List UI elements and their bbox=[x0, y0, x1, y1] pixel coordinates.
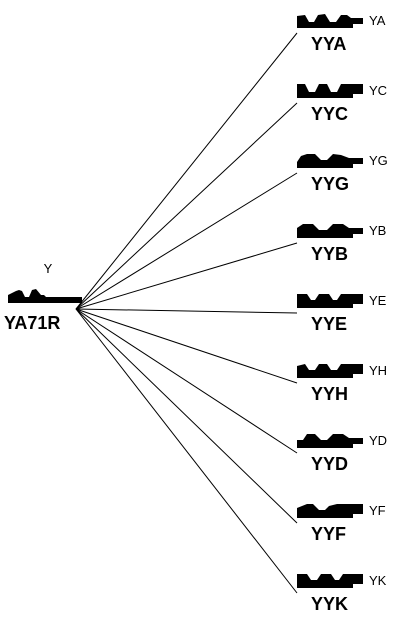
connector-line-yye bbox=[75, 308, 298, 314]
key-profile-icon bbox=[297, 574, 363, 588]
connector-line-yyh bbox=[75, 308, 298, 384]
connector-line-yyg bbox=[75, 172, 298, 310]
blank-item-yyf: YF YYF bbox=[297, 502, 395, 550]
key-profile-icon bbox=[297, 84, 363, 98]
blank-code: YYG bbox=[311, 174, 350, 194]
connector-line-yyc bbox=[75, 102, 298, 310]
key-profile-icon bbox=[8, 289, 82, 303]
blank-small-label: YB bbox=[369, 223, 387, 238]
root-code: YA71R bbox=[4, 313, 61, 333]
blank-small-label: YD bbox=[369, 433, 388, 448]
connector-line-yyf bbox=[75, 308, 298, 524]
blank-small-label: YA bbox=[369, 13, 386, 28]
blank-item-yyc: YC YYC bbox=[297, 82, 395, 130]
key-profile-icon bbox=[297, 364, 363, 378]
blank-code: YYK bbox=[311, 594, 349, 614]
blank-small-label: YG bbox=[369, 153, 388, 168]
blank-item-yyk: YK YYK bbox=[297, 572, 395, 620]
blank-small-label: YH bbox=[369, 363, 388, 378]
blank-code: YYB bbox=[311, 244, 349, 264]
key-profile-icon bbox=[297, 434, 363, 448]
blank-item-yyb: YB YYB bbox=[297, 222, 395, 270]
blank-item-yyh: YH YYH bbox=[297, 362, 395, 410]
blank-code: YYC bbox=[311, 104, 349, 124]
connector-line-yya bbox=[75, 32, 298, 310]
connector-line-yyb bbox=[75, 242, 298, 310]
blank-code: YYH bbox=[311, 384, 349, 404]
blank-item-yya: YA YYA bbox=[297, 12, 395, 60]
blank-code: YYF bbox=[311, 524, 347, 544]
key-profile-icon bbox=[297, 224, 363, 238]
key-profile-icon bbox=[297, 154, 363, 168]
blank-small-label: YF bbox=[369, 503, 386, 518]
blank-item-yye: YE YYE bbox=[297, 292, 395, 340]
blank-code: YYD bbox=[311, 454, 349, 474]
blank-code: YYA bbox=[311, 34, 347, 54]
blank-small-label: YK bbox=[369, 573, 387, 588]
root-small-label: Y bbox=[43, 261, 53, 276]
key-profile-icon bbox=[297, 14, 363, 28]
connector-line-yyk bbox=[75, 308, 298, 594]
key-profile-icon bbox=[297, 294, 363, 308]
connector-line-yyd bbox=[75, 308, 298, 454]
blank-item-yyg: YG YYG bbox=[297, 152, 395, 200]
blank-small-label: YE bbox=[369, 293, 387, 308]
blank-item-yyd: YD YYD bbox=[297, 432, 395, 480]
blank-code: YYE bbox=[311, 314, 348, 334]
key-profile-icon bbox=[297, 504, 363, 518]
blank-small-label: YC bbox=[369, 83, 388, 98]
